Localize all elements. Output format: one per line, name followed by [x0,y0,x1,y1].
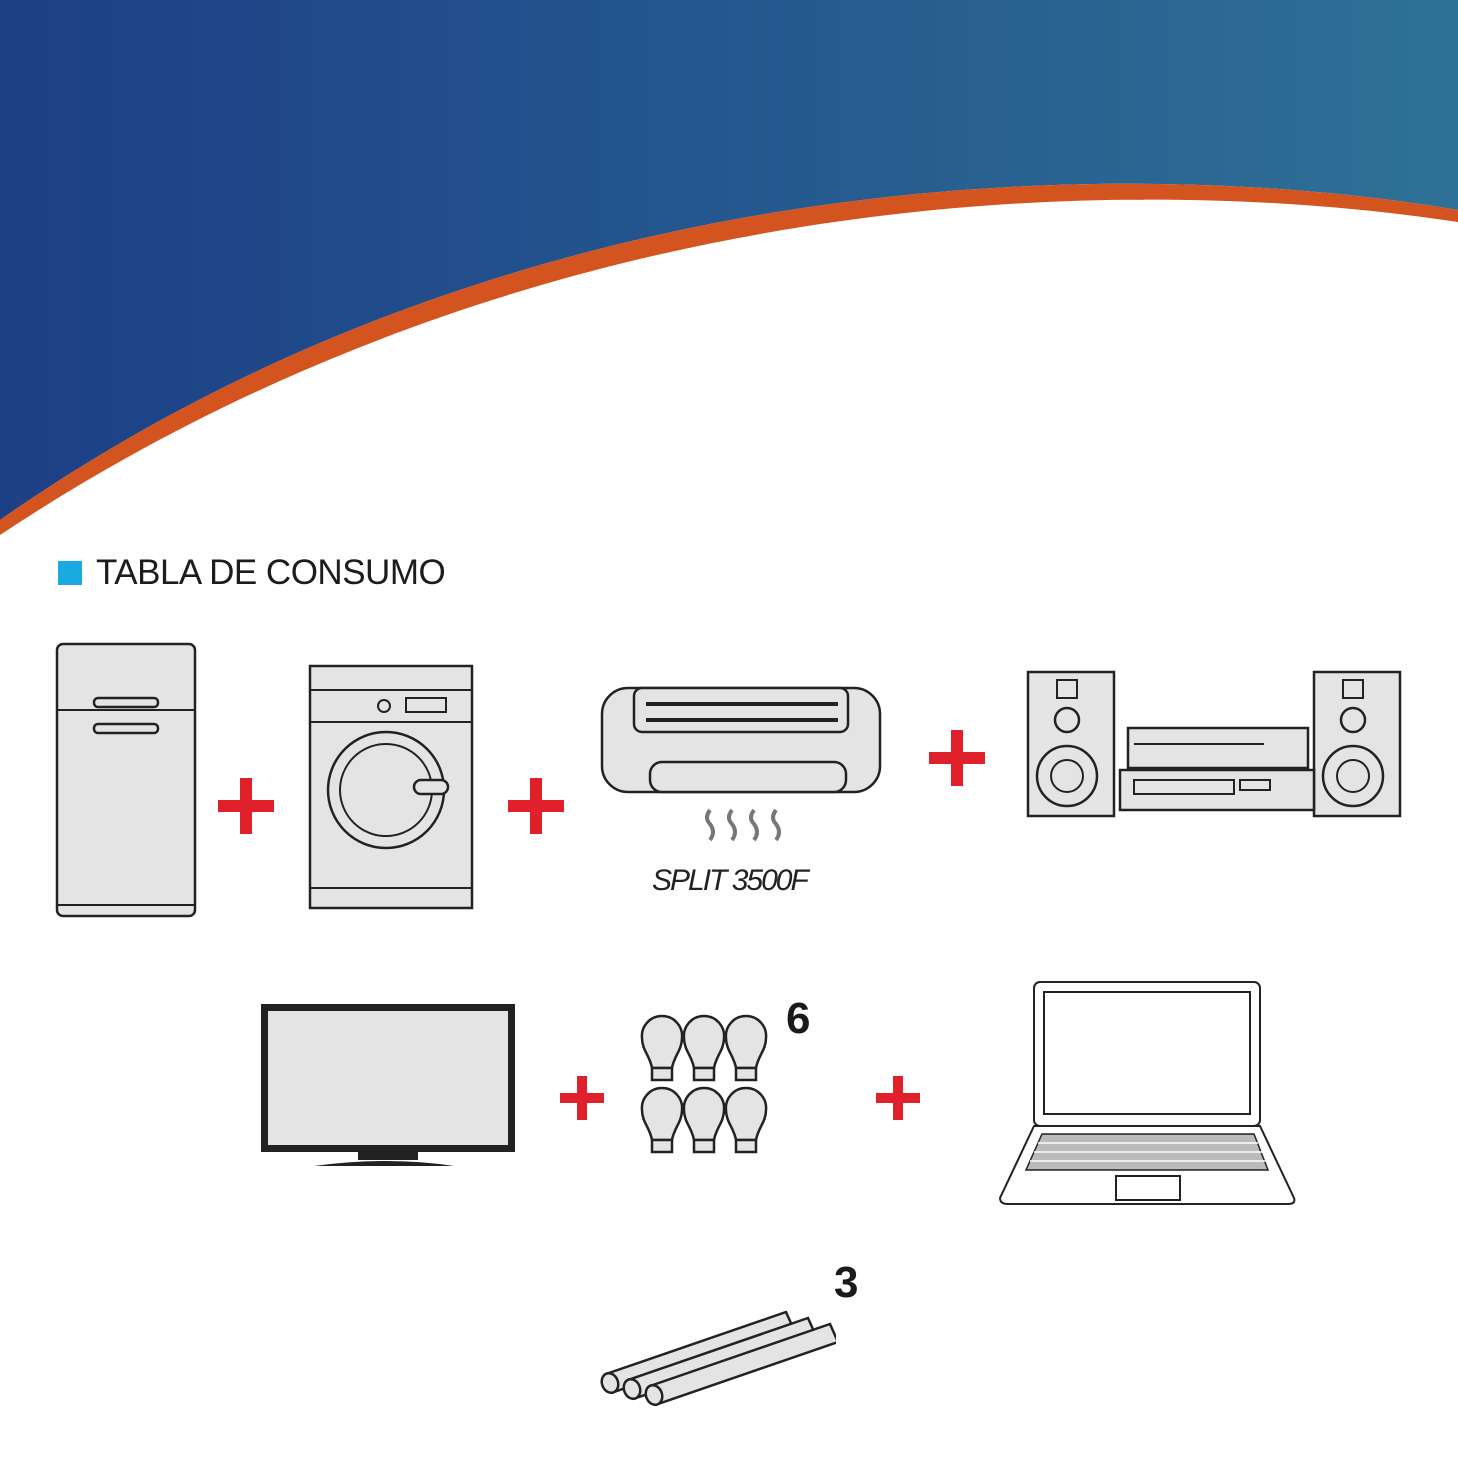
television-icon [261,1004,515,1166]
laptop-icon [998,981,1296,1205]
air-conditioner-icon [600,686,882,842]
plus-icon [876,1076,920,1120]
refrigerator-icon [55,642,197,918]
plus-icon [560,1076,604,1120]
title-square-icon [58,561,82,585]
ac-model-label: SPLIT 3500F [652,864,809,897]
plus-icon [508,778,564,834]
title-text: TABLA DE CONSUMO [96,553,446,592]
fluorescent-tubes-icon [600,1310,836,1408]
plus-icon [929,730,985,786]
section-title: TABLA DE CONSUMO [58,553,446,593]
light-bulbs-icon [640,1014,768,1154]
stereo-system-icon [1026,670,1402,818]
bulb-count: 6 [786,994,811,1043]
washing-machine-icon [308,664,474,910]
tube-count: 3 [834,1258,859,1307]
plus-icon [218,778,274,834]
